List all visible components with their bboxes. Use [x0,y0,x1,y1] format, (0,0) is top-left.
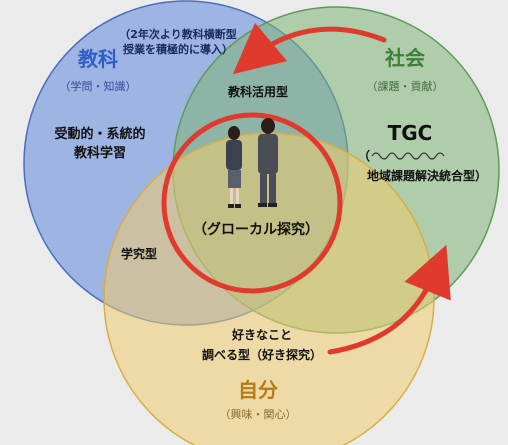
subject-body-line1: 受動的・系統的 [54,126,145,142]
overlap-subject-self: 学究型 [121,246,157,261]
students-illustration [226,118,278,208]
society-title: 社会 [384,46,425,70]
subject-body-line2: 教科学習 [73,145,126,161]
overlap-subject-society: 教科活用型 [227,84,288,99]
highlight-ring [161,112,343,294]
self-body-line2: 調べる型（好き探究） [202,347,322,362]
handwritten-scribble [371,152,445,160]
overlap-center: （グローカル探究） [193,221,319,238]
society-tgc-line2: 地域課題解決統合型） [367,168,487,183]
self-title: 自分 [238,378,278,402]
society-subtitle: （課題・貢献） [367,79,444,93]
subject-subtitle: （学問・知識） [60,79,137,93]
self-subtitle: （興味・関心） [220,408,297,421]
arrow-top-icon [232,22,387,75]
society-tgc: TGC [388,121,433,145]
self-body-line1: 好きなこと [231,327,292,342]
subject-note-line1: （2年次より教科横断型 [119,27,236,41]
arrow-bottom-icon [327,244,451,355]
subject-title: 教科 [78,47,118,71]
subject-note-line2: 授業を積極的に導入） [123,42,233,56]
society-tgc-paren: （ [358,148,370,163]
